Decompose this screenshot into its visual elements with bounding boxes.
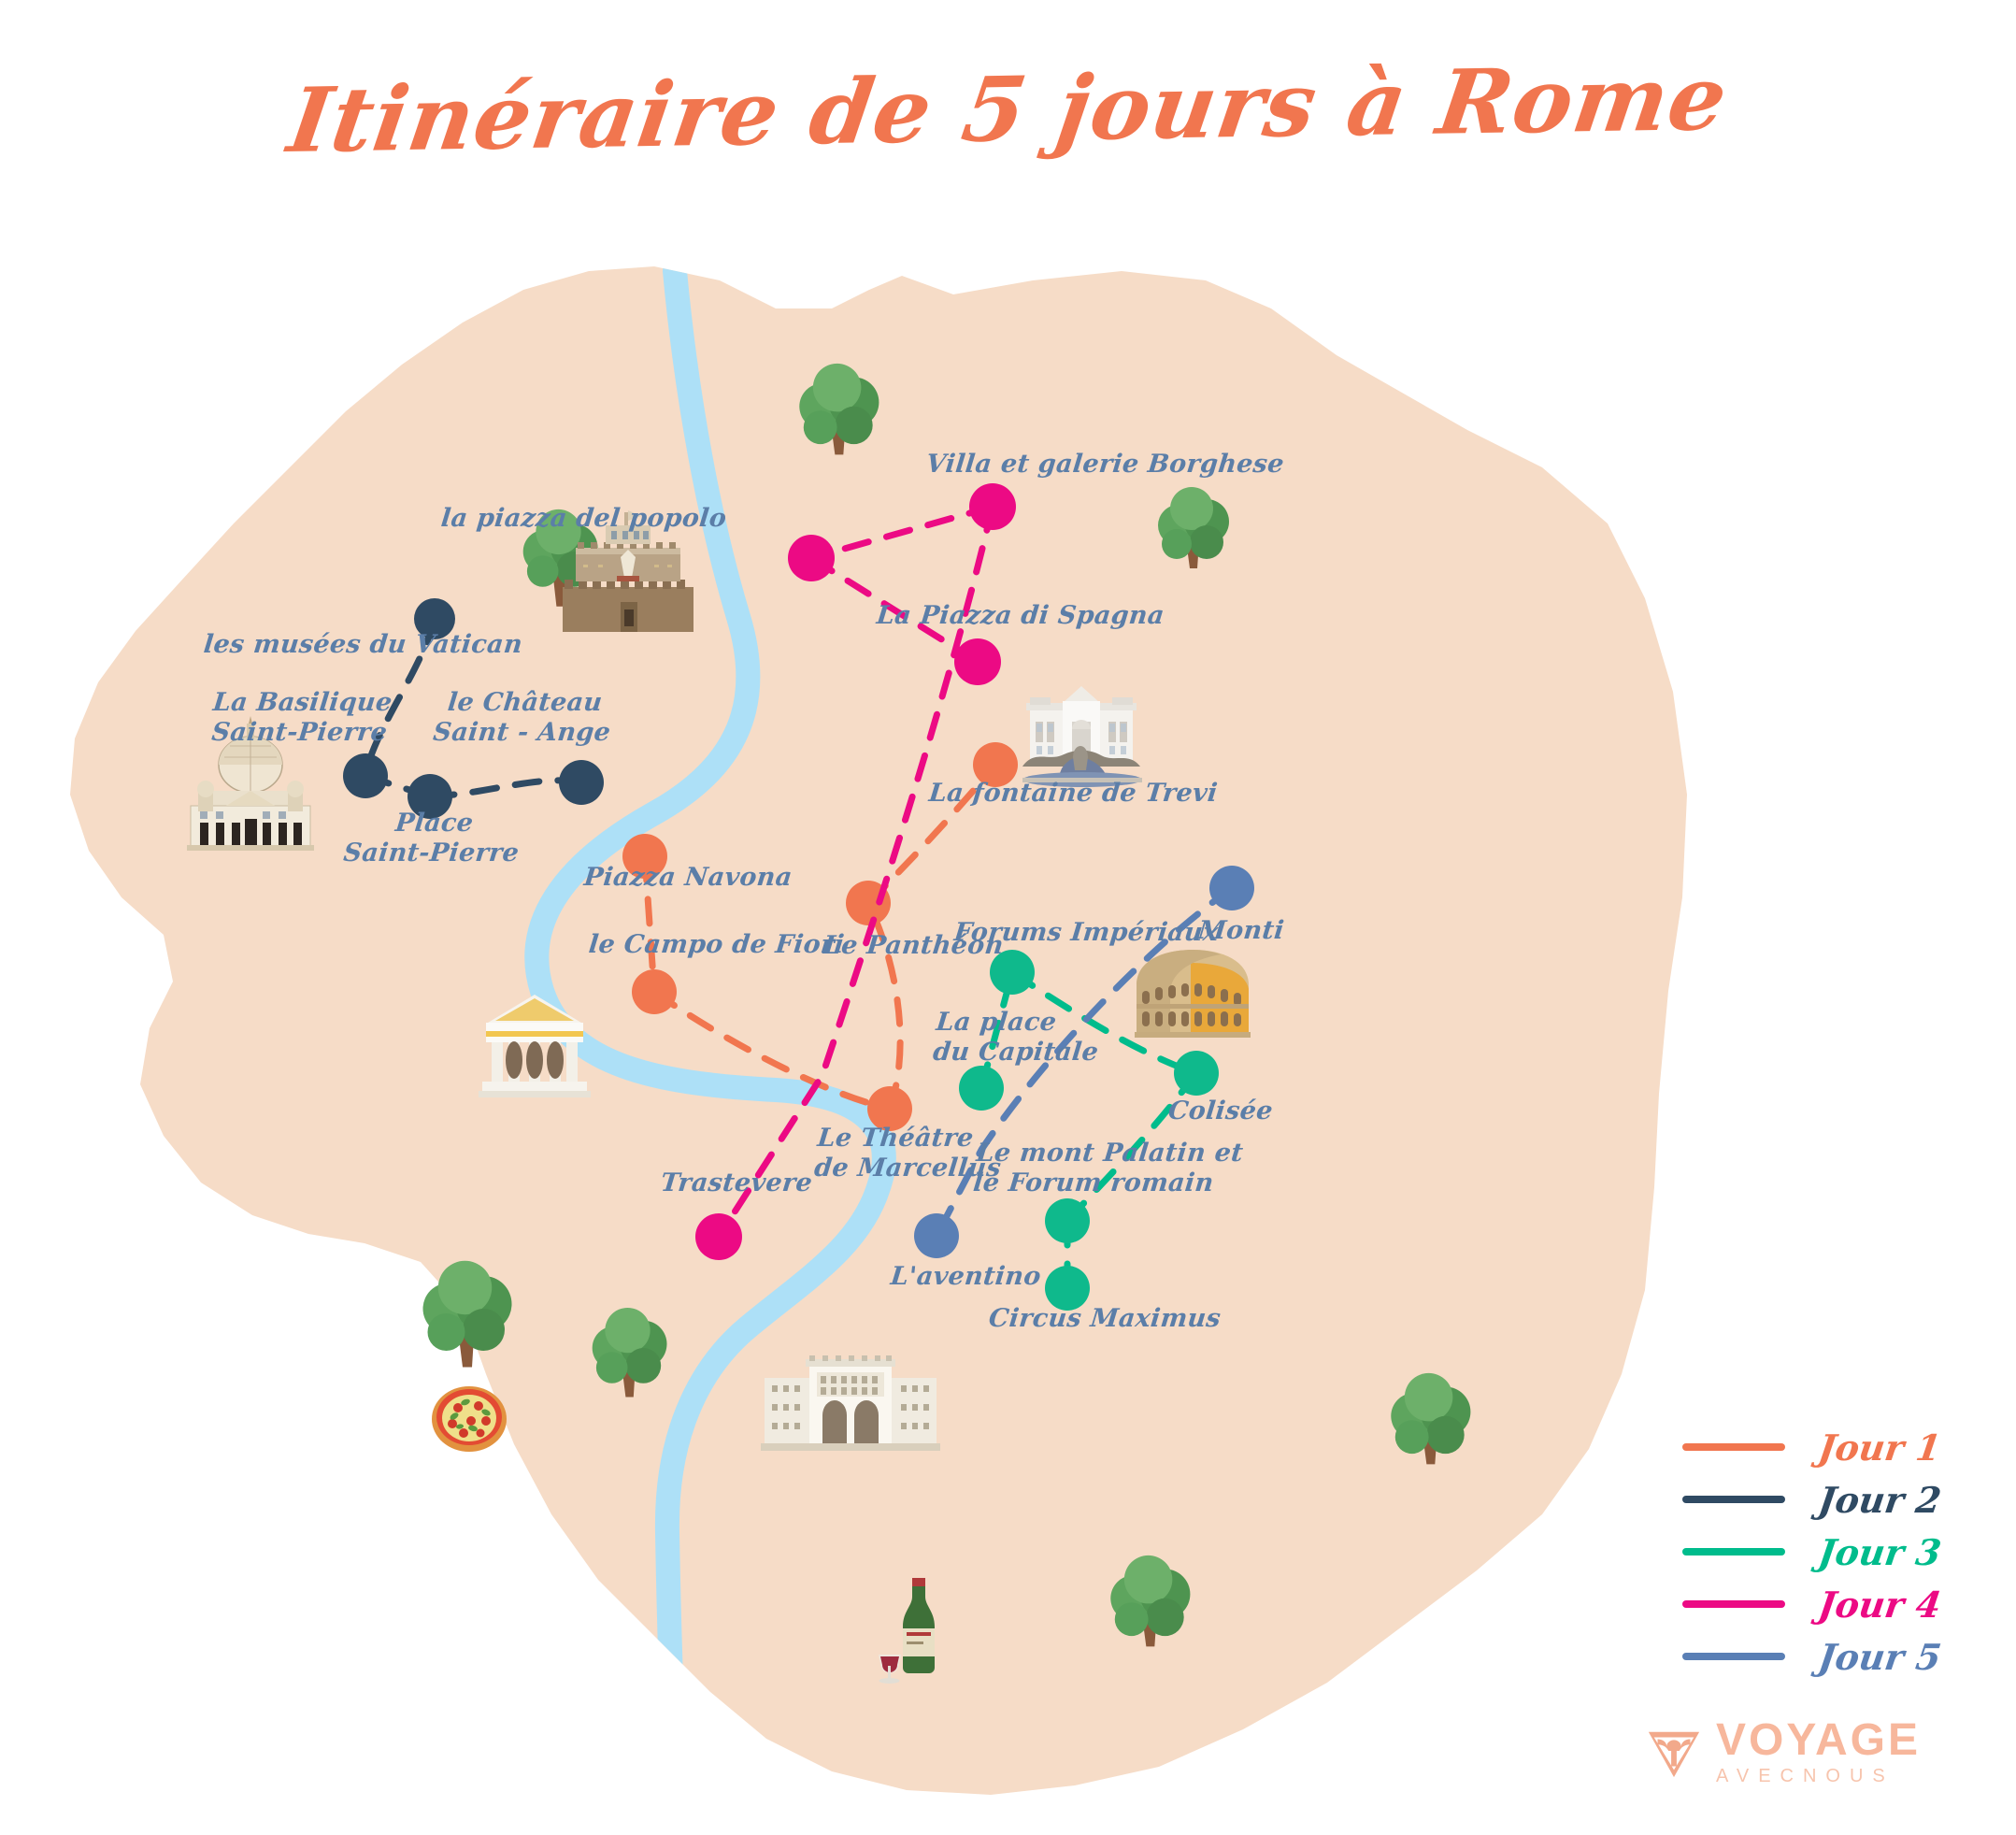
- tree-icon: [1158, 487, 1229, 568]
- label-musees-vatican: les musées du Vatican: [202, 630, 524, 659]
- pantheon-icon: [479, 995, 591, 1097]
- tiber-river: [524, 266, 896, 1795]
- route-jour-4: [715, 503, 996, 1240]
- palace-icon: [761, 1355, 940, 1451]
- stop-piazza-del-popolo: [788, 535, 835, 581]
- label-trastevere: Trastevere: [659, 1168, 814, 1197]
- label-villa-borghese: Villa et galerie Borghese: [924, 450, 1286, 479]
- legend-item-jour-4[interactable]: Jour 4: [1682, 1578, 1963, 1630]
- colosseum-icon: [1135, 950, 1251, 1038]
- label-fontaine-trevi: La fontaine de Trevi: [927, 779, 1220, 808]
- stop-musees-vatican: [414, 598, 455, 639]
- legend-swatch-jour-2: [1682, 1496, 1785, 1503]
- stop-theatre-marcellus: [867, 1086, 912, 1131]
- tree-icon: [799, 363, 879, 455]
- wine-bottle-icon: [879, 1578, 935, 1684]
- stop-monti: [1209, 866, 1254, 910]
- label-circus-maximus: Circus Maximus: [987, 1304, 1222, 1333]
- stop-fontaine-trevi: [973, 742, 1018, 787]
- route-jour-4-stops: [695, 483, 1016, 1260]
- stop-place-saint-pierre: [407, 774, 452, 819]
- castel-santangelo-icon: [563, 510, 693, 632]
- route-jour-5-stops: [914, 866, 1254, 1258]
- trevi-fountain-icon: [1022, 686, 1142, 787]
- stop-piazza-navona: [622, 834, 667, 879]
- legend-item-jour-5[interactable]: Jour 5: [1682, 1630, 1963, 1683]
- label-chateau-ange: le Château Saint - Ange: [431, 688, 612, 747]
- pizza-icon: [432, 1386, 507, 1452]
- logo-sub-text: AVECNOUS: [1716, 1766, 1894, 1786]
- label-colisee: Colisée: [1166, 1097, 1275, 1125]
- tree-icon: [1391, 1372, 1471, 1465]
- legend-label-jour-3: Jour 3: [1815, 1530, 1944, 1573]
- stop-forums-imperiaux: [990, 950, 1035, 995]
- tree-icon: [1110, 1555, 1191, 1647]
- label-place-st-pierre: Place Saint-Pierre: [341, 809, 521, 867]
- legend-swatch-jour-5: [1682, 1653, 1785, 1660]
- label-forums-imperiaux: Forums Impériaux: [952, 918, 1221, 947]
- logo-main-text: VOYAGE: [1716, 1715, 1921, 1765]
- tree-icon: [422, 1260, 512, 1368]
- legend-swatch-jour-4: [1682, 1600, 1785, 1608]
- voyage-bull-mark-icon: [1648, 1731, 1700, 1778]
- label-campo-fiori: le Campo de Fiori: [587, 930, 846, 959]
- label-piazza-spagna: La Piazza di Spagna: [875, 601, 1166, 630]
- label-piazza-popolo: la piazza del popolo: [439, 504, 728, 533]
- stop-villa-borghese: [969, 483, 1016, 530]
- legend-item-jour-3[interactable]: Jour 3: [1682, 1526, 1963, 1578]
- label-basilique: La Basilique Saint-Pierre: [209, 688, 394, 747]
- stop-colisee: [1174, 1051, 1219, 1096]
- route-jour-3-stops: [959, 950, 1219, 1311]
- legend: Jour 1 Jour 2 Jour 3 Jour 4 Jour 5: [1682, 1421, 1963, 1683]
- stop-aventino: [914, 1213, 959, 1258]
- route-jour-2-stops: [343, 598, 604, 819]
- stop-chateau-saint-ange: [559, 760, 604, 805]
- legend-label-jour-5: Jour 5: [1815, 1635, 1944, 1678]
- st-peters-basilica-icon: [187, 716, 314, 851]
- label-piazza-navona: Piazza Navona: [582, 863, 794, 892]
- legend-label-jour-4: Jour 4: [1815, 1583, 1944, 1626]
- label-mont-palatin: Le mont Palatin et le Forum romain: [971, 1139, 1245, 1197]
- stop-piazza-di-spagna: [954, 638, 1001, 685]
- legend-label-jour-2: Jour 2: [1815, 1478, 1944, 1521]
- legend-swatch-jour-1: [1682, 1443, 1785, 1451]
- stop-campo-de-fiori: [632, 969, 677, 1014]
- legend-item-jour-1[interactable]: Jour 1: [1682, 1421, 1963, 1473]
- stop-circus-maximus: [1045, 1266, 1090, 1311]
- legend-item-jour-2[interactable]: Jour 2: [1682, 1473, 1963, 1526]
- stop-place-du-capitale: [959, 1066, 1004, 1111]
- stop-trastevere: [695, 1213, 742, 1260]
- legend-label-jour-1: Jour 1: [1815, 1426, 1944, 1469]
- label-monti: Monti: [1196, 916, 1286, 945]
- land-mass: [70, 266, 1687, 1795]
- tree-icon: [592, 1307, 667, 1398]
- logo-text: VOYAGE AVECNOUS: [1716, 1715, 1921, 1786]
- brand-logo[interactable]: VOYAGE AVECNOUS: [1645, 1718, 1921, 1785]
- legend-swatch-jour-3: [1682, 1548, 1785, 1555]
- label-aventino: L'aventino: [889, 1262, 1043, 1291]
- stop-mont-palatin: [1045, 1198, 1090, 1243]
- stop-basilique-saint-pierre: [343, 753, 388, 798]
- route-jour-5: [933, 884, 1236, 1240]
- label-place-capitale: La place du Capitale: [931, 1008, 1100, 1067]
